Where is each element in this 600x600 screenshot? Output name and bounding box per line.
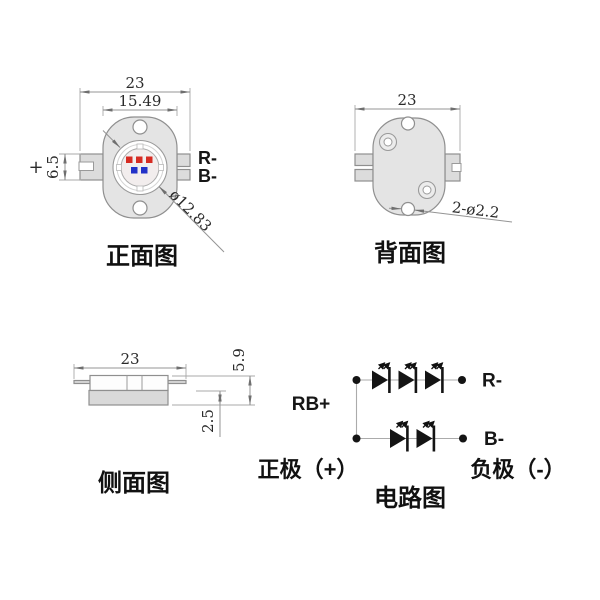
- front-view: 23 15.49 6.5 + R-: [28, 74, 225, 270]
- front-left-tab-notch: [78, 161, 94, 171]
- back-hole-bottom: [400, 201, 416, 217]
- led-symbol-red-1: [372, 363, 390, 393]
- side-body-base: [88, 389, 169, 406]
- side-body-top: [89, 374, 169, 392]
- back-left-lead-top: [354, 153, 374, 167]
- back-body: [372, 117, 446, 216]
- front-ring-tick: [136, 185, 144, 192]
- back-hole-arrow-left: [388, 206, 402, 211]
- circuit-r-terminal-label: R-: [482, 371, 502, 392]
- front-ring-tick: [158, 164, 164, 171]
- red-chip-3: [146, 156, 153, 163]
- led-symbol-blue-1: [390, 422, 408, 452]
- side-right-lead: [167, 379, 187, 385]
- junction-dot: [352, 376, 361, 384]
- front-diameter-leader: [158, 186, 225, 253]
- side-view: 23 5.9 2.5 侧面图: [73, 348, 255, 497]
- front-dim-overall: 23: [125, 74, 144, 92]
- junction-dot: [352, 434, 361, 443]
- front-ring-tick: [136, 143, 144, 150]
- back-dim-holes: 2-ø2.2: [451, 198, 500, 222]
- back-hole-top: [400, 116, 416, 131]
- led-symbol-red-2: [399, 363, 417, 393]
- back-screw-hole-1-inner: [383, 137, 393, 147]
- positive-pole-label: 正极（+）: [258, 457, 359, 482]
- front-dim-diameter: ø12.83: [166, 186, 215, 235]
- terminal-dot-b: [459, 434, 467, 443]
- front-diameter-arrow-upper: [102, 130, 121, 148]
- side-dim-width: 23: [120, 350, 139, 368]
- back-dim-overall: 23: [397, 91, 416, 109]
- circuit-b-terminal-label: B-: [484, 429, 504, 450]
- front-mount-hole-top: [132, 119, 148, 135]
- front-plus-label: +: [28, 157, 43, 178]
- back-left-lead-bottom: [354, 168, 374, 182]
- terminal-dot-r: [458, 376, 466, 384]
- front-view-title: 正面图: [106, 243, 178, 270]
- front-b-minus-label: B-: [198, 166, 217, 186]
- negative-pole-label: 负极（-）: [470, 457, 565, 482]
- led-symbol-red-3: [425, 363, 443, 393]
- front-ring-tick: [116, 164, 122, 171]
- side-left-lead: [73, 379, 91, 385]
- side-dim-total-height: 5.9: [230, 348, 248, 372]
- side-dim-base-height: 2.5: [199, 409, 217, 433]
- back-hole-leader: [414, 209, 513, 223]
- front-dim-inner: 15.49: [119, 92, 162, 110]
- back-view-title: 背面图: [374, 240, 446, 267]
- front-dim-tab-height: 6.5: [44, 155, 62, 179]
- red-chip-2: [136, 156, 143, 163]
- circuit-common-label: RB+: [292, 394, 331, 415]
- red-chip-1: [126, 156, 133, 163]
- front-mount-hole-bottom: [132, 200, 148, 216]
- front-r-minus-label: R-: [198, 148, 217, 168]
- front-right-lead-b: [176, 168, 191, 181]
- front-emitting-area: [120, 148, 160, 187]
- back-view: 23 2-ø2.2 背面图: [354, 91, 513, 267]
- back-screw-hole-2-inner: [422, 185, 432, 195]
- side-view-title: 侧面图: [98, 469, 170, 497]
- back-right-tab-notch: [451, 163, 462, 172]
- blue-chip-2: [141, 167, 148, 174]
- led-symbol-blue-2: [417, 422, 435, 452]
- front-right-lead-r: [176, 153, 191, 168]
- blue-chip-1: [131, 167, 138, 174]
- circuit-diagram: RB+ R- B- 正极（+） 负极（-） 电路图: [258, 363, 566, 512]
- circuit-title: 电路图: [374, 484, 446, 512]
